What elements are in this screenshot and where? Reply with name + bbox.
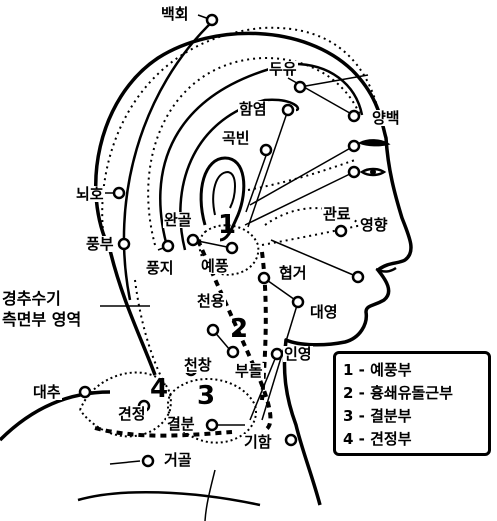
legend-item-4: 4 - 견정부	[343, 428, 484, 451]
point-wangol	[188, 235, 198, 245]
point-duyu	[295, 82, 305, 92]
cervical-region-label-line2: 측면부 영역	[2, 309, 81, 330]
region-number-1: 1	[218, 212, 236, 238]
point-yangbaek-lower	[349, 141, 359, 151]
label-pungji: 풍지	[145, 260, 175, 276]
point-geogol	[143, 456, 153, 466]
label-gyeolbun: 결분	[166, 416, 196, 432]
label-budol: 부돌	[234, 363, 264, 379]
label-inyeong: 인영	[283, 346, 313, 362]
point-noeho	[114, 188, 124, 198]
point-yepung	[227, 243, 237, 253]
cervical-region-label-line1: 경추수기	[2, 288, 81, 309]
point-budol	[228, 347, 238, 357]
point-taeyang	[349, 167, 359, 177]
label-yepung: 예풍	[200, 258, 230, 274]
label-hyeopgeo: 협거	[278, 265, 308, 281]
legend-item-3: 3 - 결분부	[343, 405, 484, 428]
label-hamyeom: 함염	[238, 101, 268, 117]
region-number-4: 4	[150, 376, 168, 402]
shoulder-outline-lower	[78, 492, 260, 505]
point-daeyeong	[293, 297, 303, 307]
point-yangbaek	[349, 111, 359, 121]
label-noeho: 뇌호	[75, 186, 105, 202]
point-yeonghyang	[353, 272, 363, 282]
point-inyeong	[272, 349, 282, 359]
label-yeonghyang: 영향	[359, 217, 389, 233]
label-daeyeong: 대영	[309, 304, 339, 320]
label-gwallyo: 관료	[322, 206, 352, 222]
label-geogol: 거골	[163, 452, 193, 468]
label-daechu: 대추	[32, 384, 62, 400]
label-gokbin: 곡빈	[221, 130, 251, 146]
legend-box: 1 - 예풍부 2 - 흉쇄유돌근부 3 - 결분부 4 - 견정부	[333, 351, 491, 456]
point-pungji	[163, 241, 173, 251]
legend-item-2: 2 - 흉쇄유돌근부	[343, 382, 484, 405]
region-number-3: 3	[197, 383, 215, 409]
label-cheonyong: 천용	[196, 293, 226, 309]
label-wangol: 완골	[163, 212, 193, 228]
point-gwallyo	[336, 226, 346, 236]
label-gyeonjeong: 견정	[117, 406, 147, 422]
label-giham: 기함	[243, 434, 273, 450]
point-hamyeom	[283, 105, 293, 115]
point-pungbu	[119, 239, 129, 249]
point-baekhoe	[207, 15, 217, 25]
eye-pupil	[370, 169, 376, 175]
label-pungbu: 풍부	[85, 236, 115, 252]
point-daechu	[80, 387, 90, 397]
label-cheonchang: 천창	[183, 357, 213, 373]
label-duyu: 두유	[268, 61, 298, 77]
point-cheonyong	[208, 325, 218, 335]
point-giham	[286, 435, 296, 445]
label-yangbaek: 양백	[371, 110, 401, 126]
ear-inner	[213, 172, 235, 215]
legend-item-1: 1 - 예풍부	[343, 359, 484, 382]
region-number-2: 2	[230, 316, 248, 342]
point-hyeopgeo	[259, 273, 269, 283]
cervical-region-label: 경추수기 측면부 영역	[2, 288, 81, 330]
point-gyeolbun	[207, 420, 217, 430]
point-gokbin	[261, 145, 271, 155]
eyebrow	[360, 140, 388, 145]
label-baekhoe: 백회	[160, 6, 190, 22]
